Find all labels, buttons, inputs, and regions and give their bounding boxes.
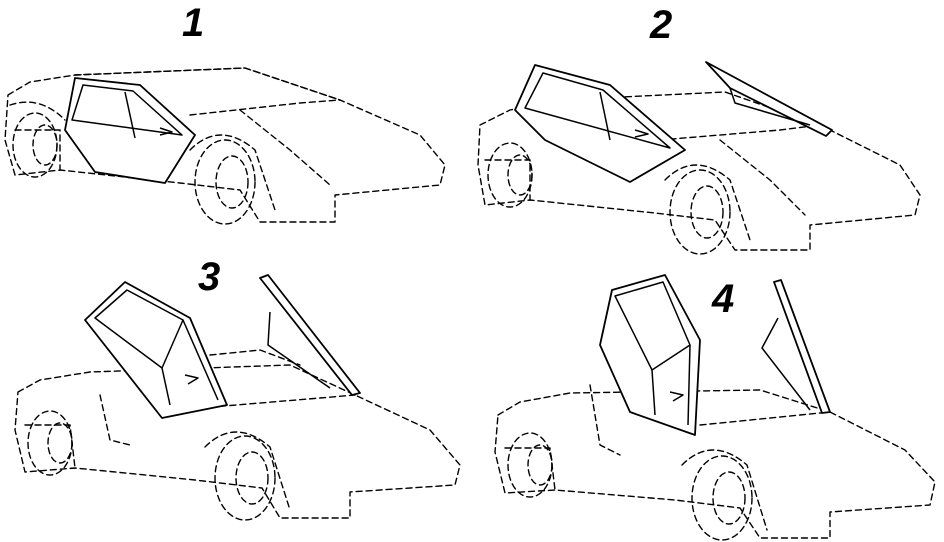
door-closed	[64, 77, 196, 184]
car-body-outline	[14, 349, 461, 521]
figure-3-number: 3	[198, 255, 220, 299]
figure-2-number: 2	[649, 3, 672, 47]
car-body-outline	[4, 67, 446, 225]
figure-3: 3	[14, 255, 461, 521]
door-far-side-raised	[761, 279, 831, 414]
car-body-outline	[494, 384, 936, 541]
figure-4-number: 4	[711, 277, 734, 321]
car-body-outline	[477, 91, 921, 255]
door-fully-raised	[599, 274, 701, 436]
figure-2: 2	[477, 3, 921, 255]
door-far-side-raised	[705, 61, 833, 137]
door-raised	[84, 281, 228, 419]
figure-1: 1	[4, 1, 446, 225]
figure-4: 4	[494, 274, 936, 541]
door-far-side-raised	[259, 274, 361, 396]
door-opening	[514, 64, 686, 183]
figure-1-number: 1	[182, 1, 204, 45]
